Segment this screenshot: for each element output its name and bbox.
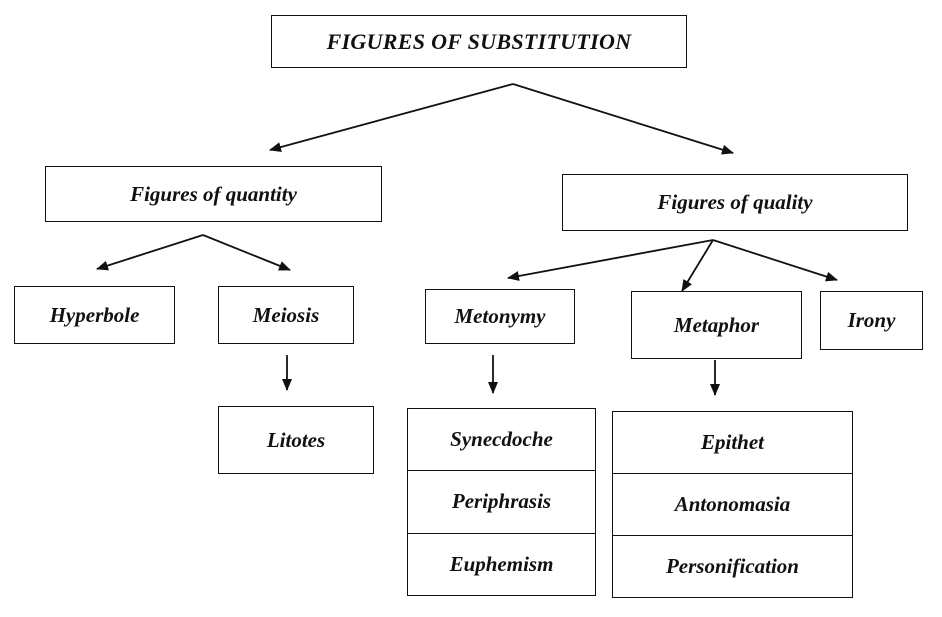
meiosis-label: Meiosis — [252, 302, 320, 327]
quality-label: Figures of quality — [657, 190, 813, 214]
irony-node: Irony — [820, 291, 923, 350]
quantity-label: Figures of quantity — [130, 181, 297, 206]
litotes-node: Litotes — [218, 406, 374, 474]
metaphor-label: Metaphor — [673, 312, 760, 337]
epithet-item: Epithet — [700, 430, 764, 454]
metonymy-subtypes-group: Synecdoche Periphrasis Euphemism — [407, 408, 596, 596]
hyperbole-label: Hyperbole — [49, 302, 140, 327]
litotes-label: Litotes — [266, 427, 326, 452]
metonymy-label: Metonymy — [454, 304, 546, 328]
periphrasis-item: Periphrasis — [408, 470, 595, 532]
hyperbole-node: Hyperbole — [14, 286, 175, 344]
quality-node: Figures of quality — [562, 174, 908, 231]
antonomasia-item: Antonomasia — [613, 473, 852, 535]
meiosis-node: Meiosis — [218, 286, 354, 344]
root-node: FIGURES OF SUBSTITUTION — [271, 15, 687, 68]
arrow-quality-to-metonymy — [507, 239, 714, 281]
quantity-node: Figures of quantity — [45, 166, 382, 222]
arrow-quality-to-metaphor — [681, 239, 714, 292]
arrow-root-to-quality — [512, 83, 734, 155]
euphemism-item: Euphemism — [408, 532, 595, 595]
arrow-root-to-quantity — [269, 83, 514, 152]
personification-item: Personification — [613, 535, 852, 597]
arrow-quantity-to-hyperbole — [96, 234, 204, 271]
arrow-quantity-to-meiosis — [202, 234, 291, 271]
arrow-quality-to-irony — [712, 239, 838, 282]
synecdoche-item: Synecdoche — [450, 427, 553, 452]
metaphor-subtypes-group: Epithet Antonomasia Personification — [612, 411, 853, 598]
metaphor-node: Metaphor — [631, 291, 802, 359]
irony-label: Irony — [847, 308, 896, 332]
metonymy-node: Metonymy — [425, 289, 575, 344]
root-label: FIGURES OF SUBSTITUTION — [326, 28, 632, 54]
